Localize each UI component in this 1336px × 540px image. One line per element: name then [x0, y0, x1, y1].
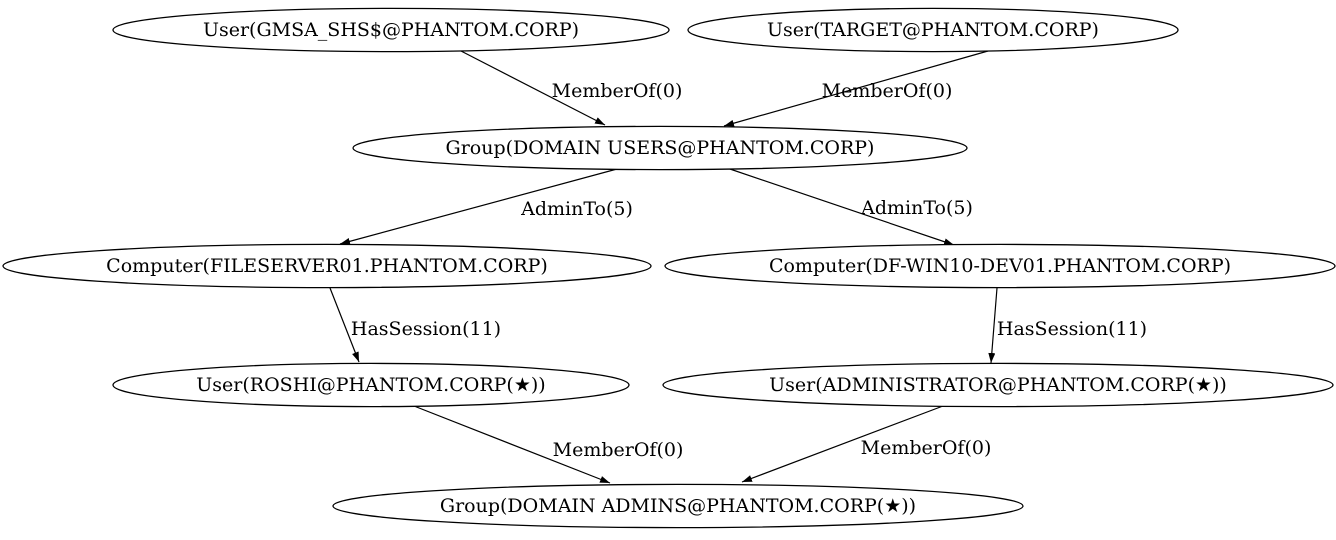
edge-line — [988, 287, 998, 364]
edge-line — [726, 167, 955, 246]
edge-line — [339, 168, 618, 245]
node-ellipse — [2, 243, 652, 289]
edge-line — [460, 50, 606, 126]
edge-administrator-to-domain-admins: MemberOf(0) — [741, 405, 992, 483]
node-label: User(ROSHI@PHANTOM.CORP(★)) — [196, 374, 545, 396]
edge-line — [413, 405, 611, 484]
node-user-target: User(TARGET@PHANTOM.CORP) — [687, 7, 1179, 53]
node-ellipse — [687, 7, 1179, 53]
edge-df-win10-dev01-to-administrator: HasSession(11) — [988, 287, 1147, 364]
edge-domain-users-to-df-win10-dev01: AdminTo(5) — [726, 167, 973, 246]
node-label: Computer(FILESERVER01.PHANTOM.CORP) — [106, 255, 548, 277]
node-ellipse — [664, 243, 1336, 289]
edge-roshi-to-domain-admins: MemberOf(0) — [413, 405, 684, 484]
node-ellipse — [662, 362, 1334, 408]
edge-target-to-domain-users: MemberOf(0) — [723, 50, 989, 127]
edge-label: MemberOf(0) — [861, 437, 992, 459]
node-ellipse — [112, 7, 670, 53]
edge-label: AdminTo(5) — [860, 197, 973, 219]
edge-label: MemberOf(0) — [552, 80, 683, 102]
node-label: Group(DOMAIN ADMINS@PHANTOM.CORP(★)) — [440, 495, 916, 517]
node-user-administrator: User(ADMINISTRATOR@PHANTOM.CORP(★)) — [662, 362, 1334, 408]
node-label: Group(DOMAIN USERS@PHANTOM.CORP) — [446, 137, 875, 159]
node-ellipse — [352, 125, 968, 171]
node-group-domain-users: Group(DOMAIN USERS@PHANTOM.CORP) — [352, 125, 968, 171]
node-user-roshi: User(ROSHI@PHANTOM.CORP(★)) — [112, 362, 630, 408]
node-ellipse — [332, 483, 1024, 529]
node-computer-fileserver01: Computer(FILESERVER01.PHANTOM.CORP) — [2, 243, 652, 289]
edge-label: HasSession(11) — [997, 318, 1147, 340]
edge-label: AdminTo(5) — [520, 198, 633, 220]
edge-domain-users-to-fileserver01: AdminTo(5) — [339, 168, 633, 245]
edge-line — [329, 287, 360, 363]
node-group-domain-admins: Group(DOMAIN ADMINS@PHANTOM.CORP(★)) — [332, 483, 1024, 529]
edge-line — [723, 50, 989, 127]
node-computer-df-win10-dev01: Computer(DF-WIN10-DEV01.PHANTOM.CORP) — [664, 243, 1336, 289]
edge-label: HasSession(11) — [351, 318, 501, 340]
node-label: User(TARGET@PHANTOM.CORP) — [767, 19, 1099, 41]
edge-gmsa-to-domain-users: MemberOf(0) — [460, 50, 683, 126]
edge-label: MemberOf(0) — [553, 439, 684, 461]
node-user-gmsa-shs: User(GMSA_SHS$@PHANTOM.CORP) — [112, 7, 670, 53]
edge-label: MemberOf(0) — [822, 80, 953, 102]
node-ellipse — [112, 362, 630, 408]
node-label: User(ADMINISTRATOR@PHANTOM.CORP(★)) — [769, 374, 1227, 396]
edge-fileserver01-to-roshi: HasSession(11) — [329, 287, 501, 363]
node-label: Computer(DF-WIN10-DEV01.PHANTOM.CORP) — [769, 255, 1231, 277]
node-label: User(GMSA_SHS$@PHANTOM.CORP) — [203, 19, 579, 41]
edge-line — [741, 405, 944, 483]
